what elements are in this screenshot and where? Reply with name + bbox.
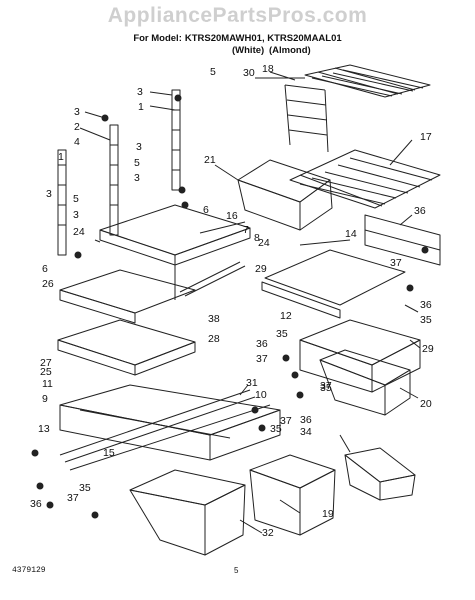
callout-20: 20 xyxy=(420,398,432,410)
callout-27: 27 xyxy=(40,357,52,369)
callout-33: 34 xyxy=(300,426,312,438)
color-white: (White) xyxy=(232,45,265,56)
callout-25: 28 xyxy=(208,333,220,345)
callout-15: 15 xyxy=(103,447,115,459)
callout-23a: 24 xyxy=(73,226,85,238)
callout-38c: 37 xyxy=(320,380,332,392)
callout-8: 8 xyxy=(254,232,260,244)
callout-13: 13 xyxy=(38,423,50,435)
fasteners xyxy=(31,94,429,519)
callout-17: 17 xyxy=(420,131,432,143)
crisper-bin-19 xyxy=(249,454,336,536)
callout-14: 14 xyxy=(345,228,357,240)
callout-9: 9 xyxy=(42,393,48,405)
callout-21: 21 xyxy=(204,154,216,166)
callout-38d: 37 xyxy=(256,353,268,365)
diagram-title: SHELF PARTS xyxy=(194,20,281,32)
page-number: 5 xyxy=(234,566,239,575)
callout-38e: 37 xyxy=(390,257,402,269)
callout-6a: 6 xyxy=(42,263,48,275)
callout-30: 30 xyxy=(243,67,255,79)
callout-18: 18 xyxy=(262,63,274,75)
callout-10: 10 xyxy=(255,389,267,401)
color-almond: (Almond) xyxy=(269,45,311,56)
callout-34c: 35 xyxy=(320,382,332,394)
callout-38b: 37 xyxy=(280,415,292,427)
callout-5b: 5 xyxy=(134,157,140,169)
callout-3d: 3 xyxy=(134,172,140,184)
callout-37: 38 xyxy=(208,313,220,325)
callout-26: 26 xyxy=(42,278,54,290)
leader-lines xyxy=(79,71,421,534)
callout-28: 29 xyxy=(422,343,434,355)
model-line: For Model:KTRS20MAWH01, KTRS20MAAL01 xyxy=(0,33,475,44)
shelf-rail-36 xyxy=(364,214,441,266)
callout-31: 31 xyxy=(246,377,258,389)
callout-35c: 36 xyxy=(256,338,268,350)
wire-shelf-top xyxy=(304,64,431,98)
glass-shelf-25 xyxy=(57,319,196,376)
callout-1: 1 xyxy=(138,101,144,113)
callout-24: 25 xyxy=(40,366,52,378)
shelf-rods xyxy=(59,239,271,471)
callout-35b: 36 xyxy=(300,414,312,426)
callout-7: 7 xyxy=(243,224,249,236)
ladder-support-left xyxy=(57,149,67,256)
callout-3c: 3 xyxy=(136,141,142,153)
callout-36: 36 xyxy=(414,205,426,217)
ladder-support-middle xyxy=(109,124,119,236)
shelf-bracket-frame xyxy=(284,84,329,153)
callout-16: 16 xyxy=(226,210,238,222)
callout-labels: 5 3 1 3 2 4 3 5 3 1 3 5 3 24 6 26 6 16 7… xyxy=(30,63,434,539)
callout-34d: 35 xyxy=(276,328,288,340)
callout-34e: 35 xyxy=(420,314,432,326)
callout-32: 32 xyxy=(262,527,274,539)
model-numbers: KTRS20MAWH01, KTRS20MAAL01 xyxy=(184,33,342,44)
crisper-drawer-28 xyxy=(299,319,421,393)
callout-11: 11 xyxy=(42,378,53,390)
glass-shelf-upper-left xyxy=(99,204,251,300)
crisper-cover-frame xyxy=(59,384,281,461)
wire-shelf-17 xyxy=(289,149,441,209)
callout-35d: 36 xyxy=(420,299,432,311)
watermark: AppliancePartsPros.com xyxy=(107,4,368,27)
callout-19: 19 xyxy=(322,508,334,520)
callout-23b: 24 xyxy=(258,237,270,249)
callout-3a: 3 xyxy=(137,86,143,98)
drawer-20 xyxy=(319,349,411,416)
meat-pan-21 xyxy=(237,159,333,231)
callout-3e: 3 xyxy=(46,188,52,200)
callout-38a: 37 xyxy=(67,492,79,504)
callout-34a: 35 xyxy=(79,482,91,494)
glass-shelf-right xyxy=(261,239,406,319)
crisper-bin-32 xyxy=(129,469,246,556)
callout-1b: 1 xyxy=(58,151,64,163)
callout-35a: 36 xyxy=(30,498,42,510)
callout-5a: 5 xyxy=(210,66,216,78)
glass-shelf-26 xyxy=(59,269,196,324)
callout-12: 12 xyxy=(280,310,292,322)
callout-6b: 6 xyxy=(203,204,209,216)
ladder-support-right xyxy=(171,89,181,191)
small-bin-33 xyxy=(344,447,416,501)
callout-3b: 3 xyxy=(74,106,80,118)
callout-4: 4 xyxy=(74,136,80,148)
callout-34b: 35 xyxy=(270,423,282,435)
model-label: For Model: xyxy=(133,33,182,44)
callout-3f: 3 xyxy=(73,209,79,221)
callout-5c: 5 xyxy=(73,193,79,205)
callout-29: 29 xyxy=(255,263,267,275)
callout-2: 2 xyxy=(74,121,80,133)
document-number: 4379129 xyxy=(12,566,46,575)
